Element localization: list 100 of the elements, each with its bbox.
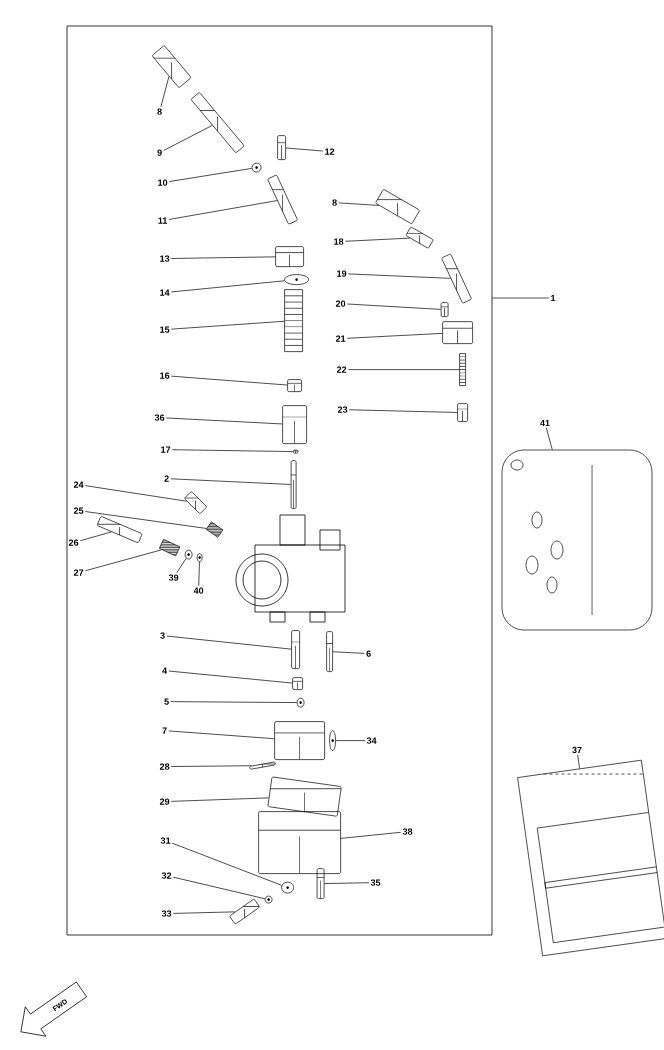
part-drawing	[440, 302, 449, 317]
part-drawing	[275, 246, 304, 267]
leader-line	[84, 549, 162, 572]
leader-line	[170, 280, 285, 293]
washer-drawing	[184, 549, 193, 560]
leader-line	[172, 911, 236, 914]
spring-drawing	[159, 538, 181, 557]
callout-number: 23	[337, 406, 348, 413]
part-drawing	[274, 721, 325, 760]
leader-line	[545, 427, 553, 450]
leader-line	[84, 485, 187, 502]
callout-number: 25	[73, 507, 84, 514]
part-drawing	[291, 630, 300, 669]
part-drawing	[441, 254, 472, 304]
part-drawing	[287, 379, 302, 392]
callout-number: 17	[161, 446, 171, 453]
callout-number: 26	[68, 539, 79, 546]
leader-line	[163, 125, 213, 151]
washer-drawing	[296, 697, 305, 708]
callout-number: 37	[572, 746, 582, 754]
part-drawing	[282, 405, 307, 444]
part-drawing	[277, 135, 286, 160]
part-drawing	[184, 491, 207, 514]
callout-number: 33	[161, 910, 172, 917]
leader-line	[171, 842, 283, 886]
leader-line	[492, 297, 550, 299]
callout-number: 27	[73, 569, 84, 576]
leader-line	[198, 561, 200, 587]
callout-number: 3	[160, 632, 165, 639]
leader-line	[170, 478, 292, 485]
callout-number: 10	[158, 179, 168, 186]
leader-line	[176, 558, 187, 574]
leader-line	[165, 417, 283, 425]
leader-line	[324, 882, 370, 884]
leader-line	[340, 831, 402, 839]
part-drawing	[375, 189, 420, 224]
spring-drawing	[459, 353, 466, 386]
callout-number: 36	[154, 414, 165, 421]
leader-line	[168, 200, 278, 220]
part-drawing	[442, 321, 473, 344]
washer-drawing	[196, 553, 203, 562]
callout-number: 22	[336, 366, 347, 373]
part-drawing	[258, 811, 341, 874]
leader-line	[170, 320, 285, 330]
spring-drawing	[284, 289, 303, 352]
part-drawing	[292, 677, 303, 690]
leader-line	[346, 333, 443, 339]
callout-number: 34	[366, 737, 377, 744]
leader-line	[170, 797, 270, 802]
callout-number: 39	[168, 574, 179, 581]
leader-line	[346, 303, 442, 310]
part-drawing	[191, 92, 245, 153]
leader-line	[172, 876, 266, 900]
callout-number: 9	[157, 149, 162, 156]
callout-number: 4	[162, 667, 168, 674]
assembly-frame	[66, 25, 493, 936]
leader-line	[338, 202, 380, 206]
leader-line	[332, 651, 365, 654]
leader-line	[170, 256, 276, 259]
part-drawing	[97, 516, 143, 543]
bracket-drawing	[501, 449, 653, 631]
leader-line	[84, 511, 207, 529]
callout-number: 8	[157, 108, 162, 115]
leader-line	[335, 740, 366, 741]
callout-number: 1	[551, 294, 556, 302]
leader-line	[79, 531, 112, 542]
callout-number: 8	[332, 199, 337, 206]
callout-number: 6	[366, 650, 371, 657]
leader-line	[577, 754, 580, 769]
part-drawing	[267, 175, 298, 225]
callout-number: 5	[164, 698, 169, 705]
callout-number: 35	[370, 879, 381, 886]
part-drawing	[326, 631, 333, 672]
callout-number: 18	[334, 238, 344, 245]
washer-drawing	[281, 881, 294, 894]
callout-number: 38	[402, 828, 413, 835]
callout-number: 24	[73, 481, 84, 488]
callout-number: 13	[160, 255, 170, 262]
leader-line	[168, 670, 293, 684]
part-drawing	[406, 227, 434, 249]
callout-number: 40	[193, 587, 204, 594]
callout-number: 19	[337, 270, 347, 277]
part-drawing	[292, 449, 299, 454]
leader-line	[170, 375, 288, 386]
leader-line	[347, 369, 460, 370]
part-drawing	[152, 45, 191, 88]
part-drawing	[457, 403, 468, 422]
leader-line	[170, 701, 298, 703]
washer-drawing	[284, 274, 309, 285]
leader-line	[171, 449, 294, 452]
callout-number: 41	[540, 419, 550, 427]
bag-drawing	[517, 759, 664, 957]
part-drawing	[316, 868, 325, 899]
callout-number: 29	[159, 798, 170, 805]
callout-number: 21	[335, 335, 346, 342]
part-drawing	[229, 899, 260, 925]
part-drawing	[249, 761, 276, 770]
leader-line	[348, 409, 458, 413]
leader-line	[344, 237, 411, 242]
callout-number: 31	[160, 837, 171, 844]
